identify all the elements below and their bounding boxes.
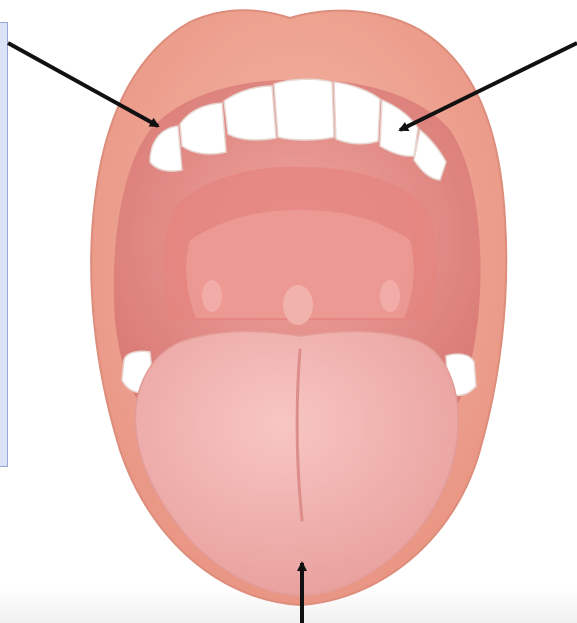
uvula <box>283 285 313 325</box>
tonsil-right <box>380 280 400 312</box>
tooth <box>274 79 334 140</box>
tonsil-left <box>202 280 222 312</box>
